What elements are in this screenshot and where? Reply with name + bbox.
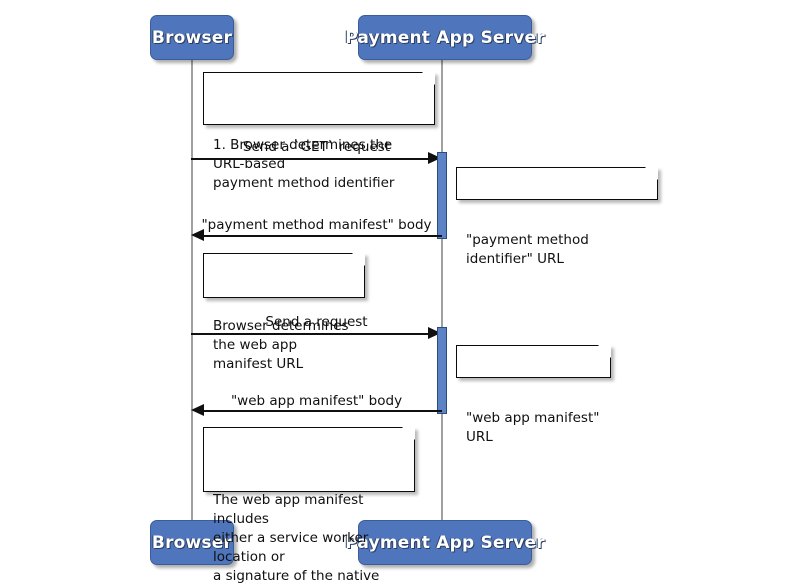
note-payment-method-identifier-url: "payment method identifier" URL <box>456 167 658 267</box>
participant-server-bottom-label: Payment App Server <box>345 532 545 553</box>
note-url-based-identifier-text: 1. Browser determines the URL-based paym… <box>213 137 395 191</box>
note-web-app-manifest-url-text: "web app manifest" URL <box>466 410 600 445</box>
message-send-a-request-line <box>191 333 430 335</box>
message-payment-method-manifest-body-arrowhead <box>191 229 204 241</box>
note-fold-icon <box>402 427 415 440</box>
note-manifest-includes-details-text: The web app manifest includes either a s… <box>213 492 380 584</box>
message-payment-method-manifest-body-line <box>203 235 442 237</box>
lifeline-server <box>441 60 443 520</box>
participant-server-top[interactable]: Payment App Server <box>345 15 545 60</box>
message-web-app-manifest-body-line <box>203 410 442 412</box>
message-payment-method-manifest-body-label: "payment method manifest" body <box>201 217 432 233</box>
note-fold-icon <box>598 345 611 358</box>
participant-browser-bottom[interactable]: Browser <box>150 520 234 565</box>
note-manifest-includes-details: The web app manifest includes either a s… <box>203 427 415 584</box>
note-fold-icon <box>352 253 365 266</box>
participant-browser-top[interactable]: Browser <box>150 15 234 60</box>
note-fold-icon <box>422 72 435 85</box>
message-send-a-request-label: Send a request <box>265 314 368 330</box>
note-fold-icon <box>645 167 658 180</box>
note-url-based-identifier: 1. Browser determines the URL-based paym… <box>203 72 435 191</box>
activation-server-1 <box>437 152 447 239</box>
participant-server-bottom[interactable]: Payment App Server <box>345 520 545 565</box>
note-browser-determines-manifest-url-text: Browser determines the web app manifest … <box>213 318 349 372</box>
note-payment-method-identifier-url-text: "payment method identifier" URL <box>466 232 589 267</box>
message-web-app-manifest-body-arrowhead <box>191 404 204 416</box>
lifeline-browser <box>191 60 193 520</box>
note-browser-determines-manifest-url: Browser determines the web app manifest … <box>203 253 365 372</box>
participant-server-top-label: Payment App Server <box>345 27 545 48</box>
activation-server-2 <box>437 327 447 414</box>
note-web-app-manifest-url: "web app manifest" URL <box>456 345 611 445</box>
message-get-request-label: Send a `GET` request <box>242 139 391 155</box>
message-web-app-manifest-body-label: "web app manifest" body <box>230 393 403 409</box>
participant-browser-top-label: Browser <box>151 27 233 48</box>
message-get-request-line <box>191 158 430 160</box>
participant-browser-bottom-label: Browser <box>151 532 233 553</box>
